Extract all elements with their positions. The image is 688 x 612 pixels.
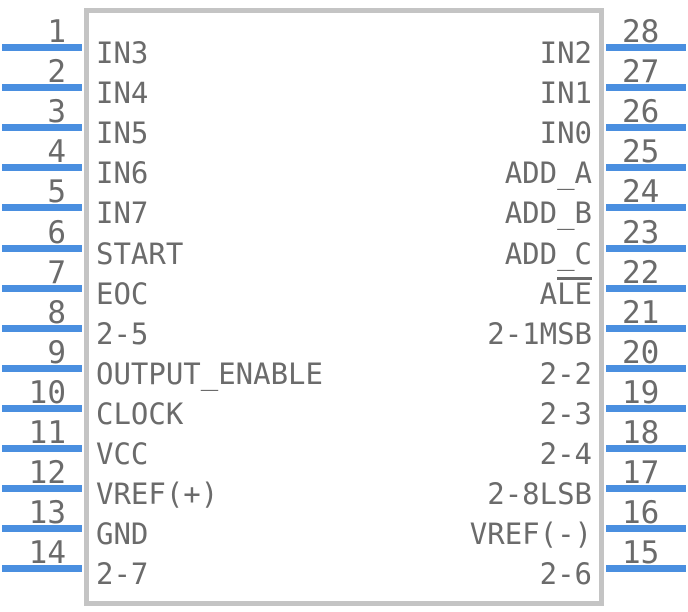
pin-line-10[interactable]	[2, 404, 82, 412]
pin-label-15: 2-6	[539, 557, 592, 592]
pin-line-19[interactable]	[606, 404, 686, 412]
pin-label-4: IN6	[96, 156, 149, 191]
pin-number-8: 8	[47, 294, 66, 331]
pin-line-23[interactable]	[606, 244, 686, 252]
pin-number-9: 9	[47, 334, 66, 371]
pin-number-12: 12	[28, 455, 66, 492]
pin-label-14: 2-7	[96, 557, 149, 592]
pin-number-5: 5	[47, 174, 66, 211]
pin-label-13: GND	[96, 517, 149, 552]
pin-line-8[interactable]	[2, 324, 82, 332]
pin-line-14[interactable]	[2, 565, 82, 573]
pin-label-3: IN5	[96, 116, 149, 151]
pin-label-20: 2-2	[539, 356, 592, 391]
pin-label-27: IN1	[539, 76, 592, 111]
pin-label-5: IN7	[96, 196, 149, 231]
pin-label-7: EOC	[96, 276, 149, 311]
pin-line-16[interactable]	[606, 525, 686, 533]
pin-number-22: 22	[622, 254, 660, 291]
pin-line-12[interactable]	[2, 485, 82, 493]
pin-line-18[interactable]	[606, 445, 686, 452]
pin-label-10: CLOCK	[96, 396, 184, 431]
pin-number-6: 6	[47, 214, 66, 251]
pin-label-18: 2-4	[539, 437, 592, 471]
pin-label-21: 2-1MSB	[487, 316, 592, 351]
pin-number-26: 26	[622, 94, 660, 131]
pin-label-16: VREF(-)	[469, 517, 592, 552]
pin-number-3: 3	[47, 94, 66, 131]
pin-number-18: 18	[622, 415, 660, 451]
pin-label-12: VREF(+)	[96, 477, 219, 512]
pin-number-14: 14	[28, 535, 66, 572]
pin-label-25: ADD_A	[504, 156, 592, 191]
pin-label-19: 2-3	[539, 396, 592, 431]
pin-label-23: ADD_C	[504, 236, 592, 271]
pin-number-16: 16	[622, 495, 660, 532]
pin-line-22[interactable]	[606, 284, 686, 292]
pin-line-13[interactable]	[2, 525, 82, 533]
pin-line-20[interactable]	[606, 364, 686, 372]
pin-number-19: 19	[622, 374, 660, 411]
pin-number-13: 13	[28, 495, 66, 532]
pin-label-28: IN2	[539, 36, 592, 70]
pin-number-11: 11	[28, 415, 66, 451]
pin-number-24: 24	[622, 174, 660, 211]
pin-number-20: 20	[622, 334, 660, 371]
overline-segment: LE	[557, 276, 592, 311]
pin-line-17[interactable]	[606, 485, 686, 493]
pin-line-1[interactable]	[2, 44, 82, 51]
pin-number-23: 23	[622, 214, 660, 251]
pin-line-9[interactable]	[2, 364, 82, 372]
pin-line-7[interactable]	[2, 284, 82, 292]
pin-label-26: IN0	[539, 116, 592, 151]
pin-label-6: START	[96, 236, 184, 271]
pin-label-2: IN4	[96, 76, 149, 111]
pin-number-7: 7	[47, 254, 66, 291]
pin-line-28[interactable]	[606, 44, 686, 51]
pin-label-9: OUTPUT_ENABLE	[96, 356, 323, 391]
pin-line-24[interactable]	[606, 204, 686, 212]
pin-line-26[interactable]	[606, 124, 686, 132]
pin-label-24: ADD_B	[504, 196, 592, 231]
pin-line-4[interactable]	[2, 164, 82, 172]
pin-line-25[interactable]	[606, 164, 686, 172]
pin-number-25: 25	[622, 134, 660, 171]
pin-label-11: VCC	[96, 437, 149, 471]
pin-line-3[interactable]	[2, 124, 82, 132]
pin-number-28: 28	[622, 14, 660, 50]
pin-number-27: 27	[622, 54, 660, 91]
ic-body-outline	[84, 8, 604, 606]
pin-line-6[interactable]	[2, 244, 82, 252]
pin-line-15[interactable]	[606, 565, 686, 573]
pin-line-27[interactable]	[606, 84, 686, 92]
pin-number-15: 15	[622, 535, 660, 572]
pin-number-1: 1	[47, 14, 66, 50]
pin-line-21[interactable]	[606, 324, 686, 332]
pin-label-8: 2-5	[96, 316, 149, 351]
pin-line-2[interactable]	[2, 84, 82, 92]
pin-line-11[interactable]	[2, 445, 82, 452]
pin-number-10: 10	[28, 374, 66, 411]
pin-line-5[interactable]	[2, 204, 82, 212]
pin-label-22: ALE	[539, 276, 592, 311]
pin-number-21: 21	[622, 294, 660, 331]
pin-number-17: 17	[622, 455, 660, 492]
pin-number-4: 4	[47, 134, 66, 171]
pin-label-1: IN3	[96, 36, 149, 70]
pin-number-2: 2	[47, 54, 66, 91]
pin-label-17: 2-8LSB	[487, 477, 592, 512]
